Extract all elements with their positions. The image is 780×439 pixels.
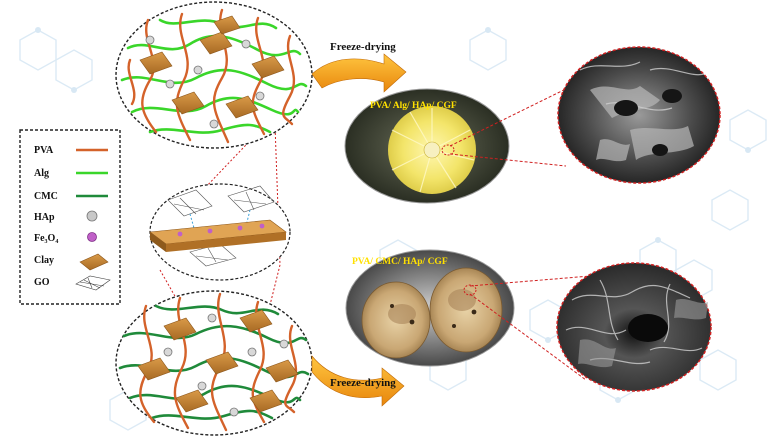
legend-label-cmc: CMC bbox=[34, 191, 58, 202]
bottom-arrow-label: Freeze-drying bbox=[330, 377, 396, 389]
sem-image-bottom bbox=[556, 262, 712, 392]
legend-label-hap: HAp bbox=[34, 212, 55, 223]
legend-symbol-fe3o4 bbox=[87, 232, 97, 242]
legend-label-pva: PVA bbox=[34, 145, 54, 156]
legend-symbol-go bbox=[75, 275, 111, 291]
go-clay-inset bbox=[149, 183, 291, 281]
tan-scaffold-pieces bbox=[361, 267, 503, 359]
top-hap-particles bbox=[145, 35, 265, 129]
top-network-circle bbox=[115, 1, 313, 149]
bottom-network-circle bbox=[115, 290, 313, 436]
top-freeze-drying-arrow: Freeze-drying bbox=[311, 41, 407, 93]
bottom-sample-label: PVA/ CMC/ HAp/ CGF bbox=[352, 257, 448, 267]
inset-go-sheets bbox=[167, 185, 275, 267]
legend: PVA Alg CMC HAp Fe₃O₄ Clay GO bbox=[19, 129, 121, 305]
inset-fe3o4-dots bbox=[177, 223, 265, 237]
bottom-hap-particles bbox=[163, 313, 289, 417]
bottom-freeze-drying-arrow: Freeze-drying bbox=[311, 355, 405, 407]
sem-connector-lines bbox=[449, 81, 591, 381]
bottom-sample-photo: PVA/ CMC/ HAp/ CGF bbox=[345, 249, 515, 367]
legend-symbol-hap bbox=[86, 210, 98, 222]
inset-clay-plate bbox=[149, 219, 287, 252]
legend-item-go: GO bbox=[34, 275, 111, 291]
sem-image-top bbox=[557, 46, 721, 184]
legend-item-cmc: CMC bbox=[34, 191, 108, 202]
legend-label-clay: Clay bbox=[34, 255, 54, 266]
top-arrow-label: Freeze-drying bbox=[330, 41, 396, 53]
legend-item-clay: Clay bbox=[34, 253, 109, 271]
top-sample-label: PVA/ Alg/ HAp/ CGF bbox=[370, 101, 457, 111]
legend-label-go: GO bbox=[34, 277, 50, 288]
top-sample-photo: PVA/ Alg/ HAp/ CGF bbox=[344, 88, 510, 204]
legend-item-fe3o4: Fe₃O₄ bbox=[34, 232, 97, 244]
legend-item-hap: HAp bbox=[34, 210, 98, 223]
legend-label-alg: Alg bbox=[34, 168, 49, 179]
bottom-clay-plates bbox=[137, 309, 299, 413]
legend-item-alg: Alg bbox=[34, 168, 108, 179]
yellow-scaffold bbox=[388, 106, 476, 194]
legend-symbol-clay bbox=[79, 253, 109, 271]
legend-label-fe3o4: Fe₃O₄ bbox=[34, 233, 58, 244]
top-clay-plates bbox=[139, 15, 285, 119]
legend-item-pva: PVA bbox=[34, 145, 108, 156]
